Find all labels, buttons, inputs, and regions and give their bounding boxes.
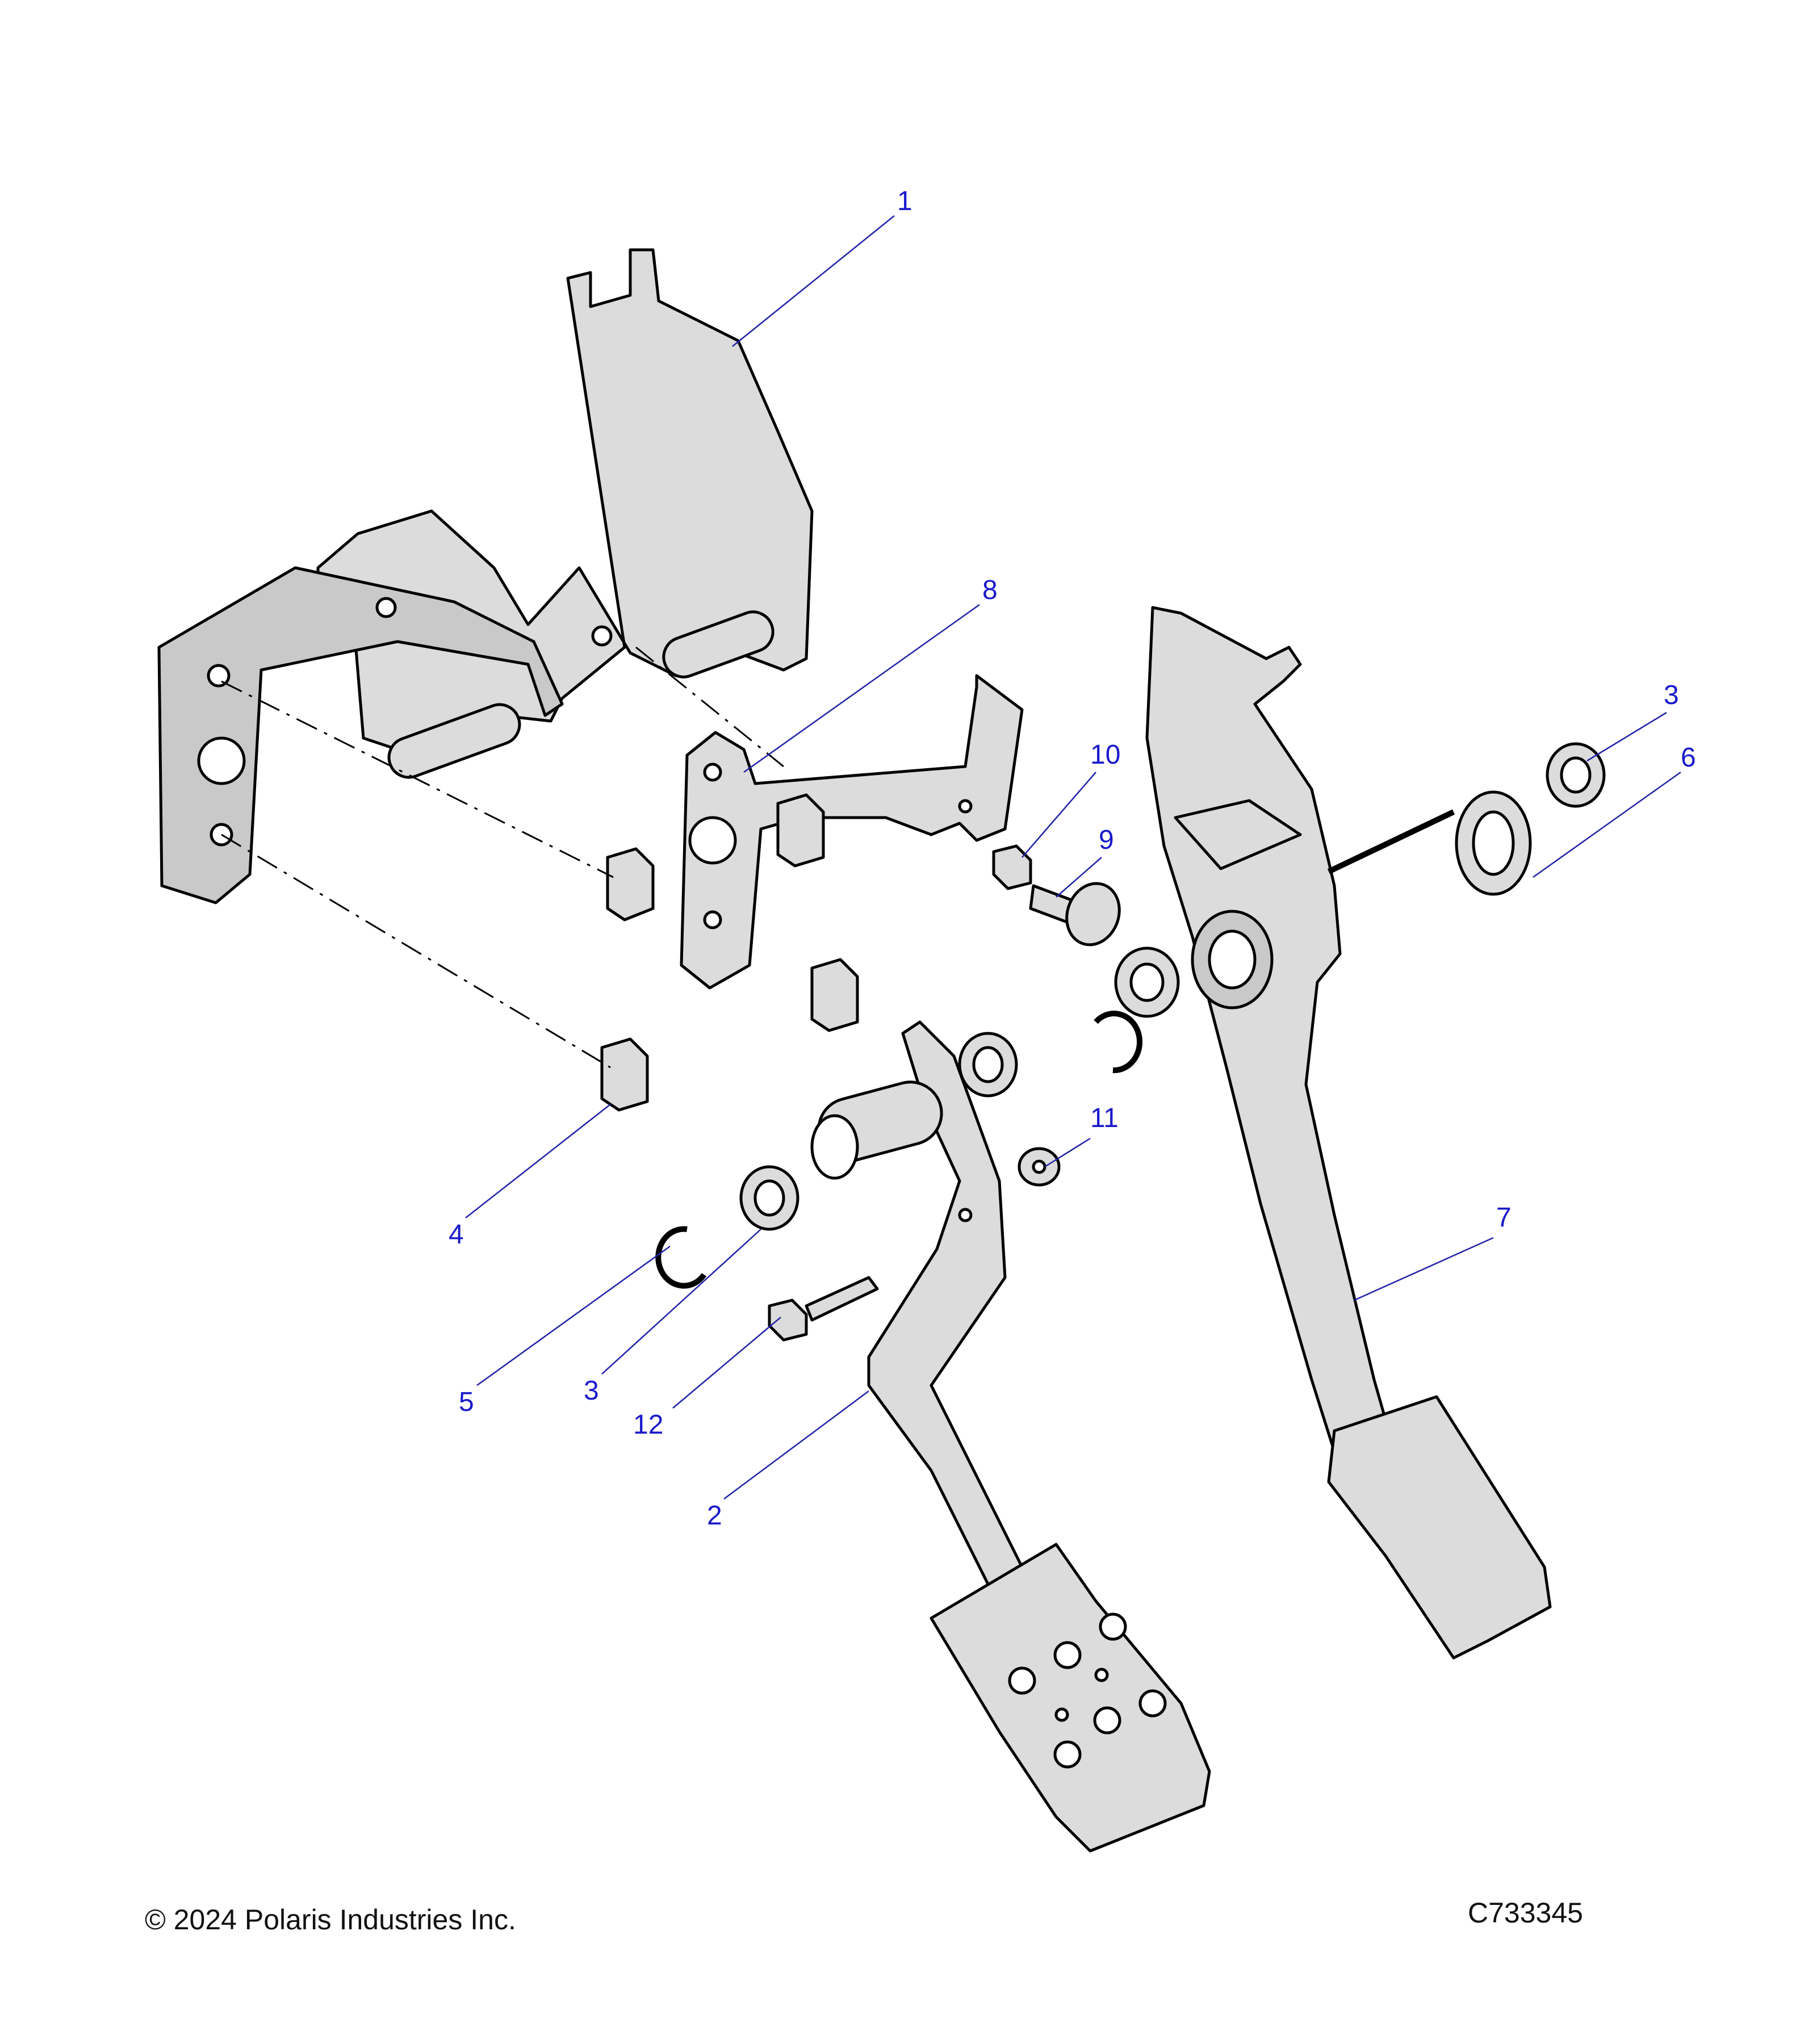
flange-nut-bracket (776, 793, 825, 868)
callout-10: 10 (1090, 740, 1120, 770)
part-12-shoulder-bolt (768, 1276, 879, 1342)
part-3-bushing-left (958, 1032, 1018, 1098)
part-7-pedal-arm (1145, 606, 1552, 1660)
part-9-clevis-pin (1029, 882, 1121, 946)
callout-7: 7 (1496, 1203, 1512, 1233)
flange-nut-middle (810, 958, 859, 1032)
part-5-e-clip-upper (1094, 1011, 1143, 1074)
alignment-lines (221, 646, 784, 1069)
callout-2: 2 (707, 1501, 722, 1531)
part-3-bushing-upper (1546, 742, 1606, 808)
callout-11: 11 (1090, 1103, 1119, 1133)
leader-lines (465, 215, 1681, 1500)
callout-3-lower: 3 (584, 1376, 599, 1406)
flange-nut-lower (600, 1037, 649, 1112)
part-2-brake-pedal-arm (810, 1020, 1211, 1853)
callout-3-upper: 3 (1664, 680, 1679, 710)
copyright-notice: © 2024 Polaris Industries Inc. (145, 1904, 516, 1936)
callout-5: 5 (459, 1387, 474, 1417)
callout-1: 1 (897, 186, 912, 216)
part-3-bushing-lower (739, 1165, 799, 1231)
flange-nut-top (606, 847, 655, 922)
part-3-bushing-middle (1114, 946, 1180, 1018)
part-8-bracket (680, 674, 1024, 990)
part-4-flange-nuts (600, 793, 859, 1112)
callout-6: 6 (1681, 743, 1696, 773)
part-1-mounting-bracket (157, 248, 814, 904)
part-6-torsion-spring (1327, 790, 1532, 896)
callout-12: 12 (633, 1410, 663, 1440)
callout-9: 9 (1099, 825, 1114, 855)
figure-id: C733345 (1468, 1897, 1583, 1929)
part-11-small-nut (1018, 1147, 1061, 1187)
callout-4: 4 (449, 1220, 464, 1250)
callout-labels: 1 8 10 9 3 6 11 7 4 5 3 12 2 (449, 186, 1696, 1531)
part-5-e-clip-lower (655, 1226, 707, 1289)
callout-8: 8 (982, 575, 998, 605)
part-10-hex-nut (992, 844, 1032, 890)
